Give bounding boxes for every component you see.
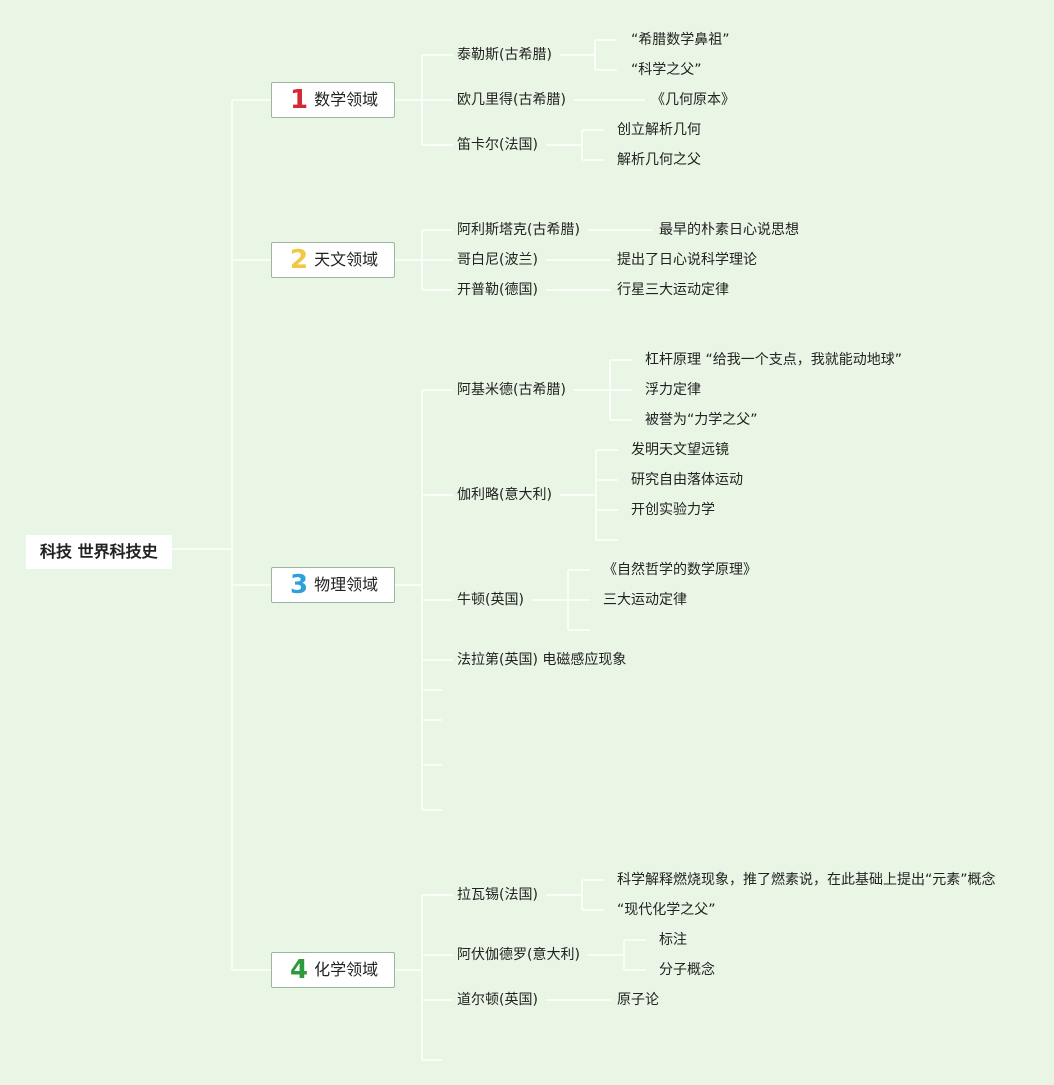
fact-node[interactable]: 标注 (659, 932, 687, 948)
person-node[interactable]: 道尔顿(英国) (457, 992, 538, 1008)
fact-node[interactable]: 行星三大运动定律 (617, 282, 729, 298)
person-node[interactable]: 开普勒(德国) (457, 282, 538, 298)
category-node[interactable]: 3 物理领域 (271, 567, 395, 603)
person-node[interactable]: 牛顿(英国) (457, 592, 524, 608)
fact-node[interactable]: 原子论 (617, 992, 659, 1008)
person-node[interactable]: 哥白尼(波兰) (457, 252, 538, 268)
category-number: 4 (290, 955, 309, 985)
fact-node[interactable]: 提出了日心说科学理论 (617, 252, 757, 268)
fact-node[interactable]: “科学之父” (631, 62, 702, 78)
category-node[interactable]: 4 化学领域 (271, 952, 395, 988)
fact-node[interactable]: 研究自由落体运动 (631, 472, 743, 488)
category-label: 化学领域 (314, 960, 379, 979)
category-node[interactable]: 1 数学领域 (271, 82, 395, 118)
root-topic[interactable]: 科技 世界科技史 (26, 535, 172, 569)
fact-node[interactable]: 创立解析几何 (617, 122, 701, 138)
fact-node[interactable]: 最早的朴素日心说思想 (659, 222, 799, 238)
category-label: 物理领域 (314, 575, 379, 594)
fact-node[interactable]: 分子概念 (659, 962, 715, 978)
fact-node[interactable]: “希腊数学鼻祖” (631, 32, 730, 48)
person-node[interactable]: 法拉第(英国) 电磁感应现象 (457, 652, 627, 668)
person-node[interactable]: 笛卡尔(法国) (457, 137, 538, 153)
fact-node[interactable]: 杠杆原理 “给我一个支点，我就能动地球” (645, 352, 902, 368)
fact-node[interactable]: “现代化学之父” (617, 902, 716, 918)
person-node[interactable]: 伽利略(意大利) (457, 487, 552, 503)
fact-node[interactable]: 开创实验力学 (631, 502, 715, 518)
category-number: 1 (290, 85, 309, 115)
category-node[interactable]: 2 天文领域 (271, 242, 395, 278)
person-node[interactable]: 拉瓦锡(法国) (457, 887, 538, 903)
person-node[interactable]: 阿伏伽德罗(意大利) (457, 947, 580, 963)
category-label: 天文领域 (314, 250, 379, 269)
fact-node[interactable]: 《几何原本》 (651, 92, 735, 108)
category-label: 数学领域 (314, 90, 379, 109)
fact-node[interactable]: 科学解释燃烧现象，推了燃素说，在此基础上提出“元素”概念 (617, 872, 996, 888)
person-node[interactable]: 阿利斯塔克(古希腊) (457, 222, 580, 238)
fact-node[interactable]: 浮力定律 (645, 382, 701, 398)
person-node[interactable]: 泰勒斯(古希腊) (457, 47, 552, 63)
category-number: 2 (290, 245, 309, 275)
fact-node[interactable]: 发明天文望远镜 (631, 442, 729, 458)
fact-node[interactable]: 解析几何之父 (617, 152, 701, 168)
person-node[interactable]: 阿基米德(古希腊) (457, 382, 566, 398)
person-node[interactable]: 欧几里得(古希腊) (457, 92, 566, 108)
fact-node[interactable]: 被誉为“力学之父” (645, 412, 758, 428)
fact-node[interactable]: 三大运动定律 (603, 592, 687, 608)
category-number: 3 (290, 570, 309, 600)
fact-node[interactable]: 《自然哲学的数学原理》 (603, 562, 757, 578)
